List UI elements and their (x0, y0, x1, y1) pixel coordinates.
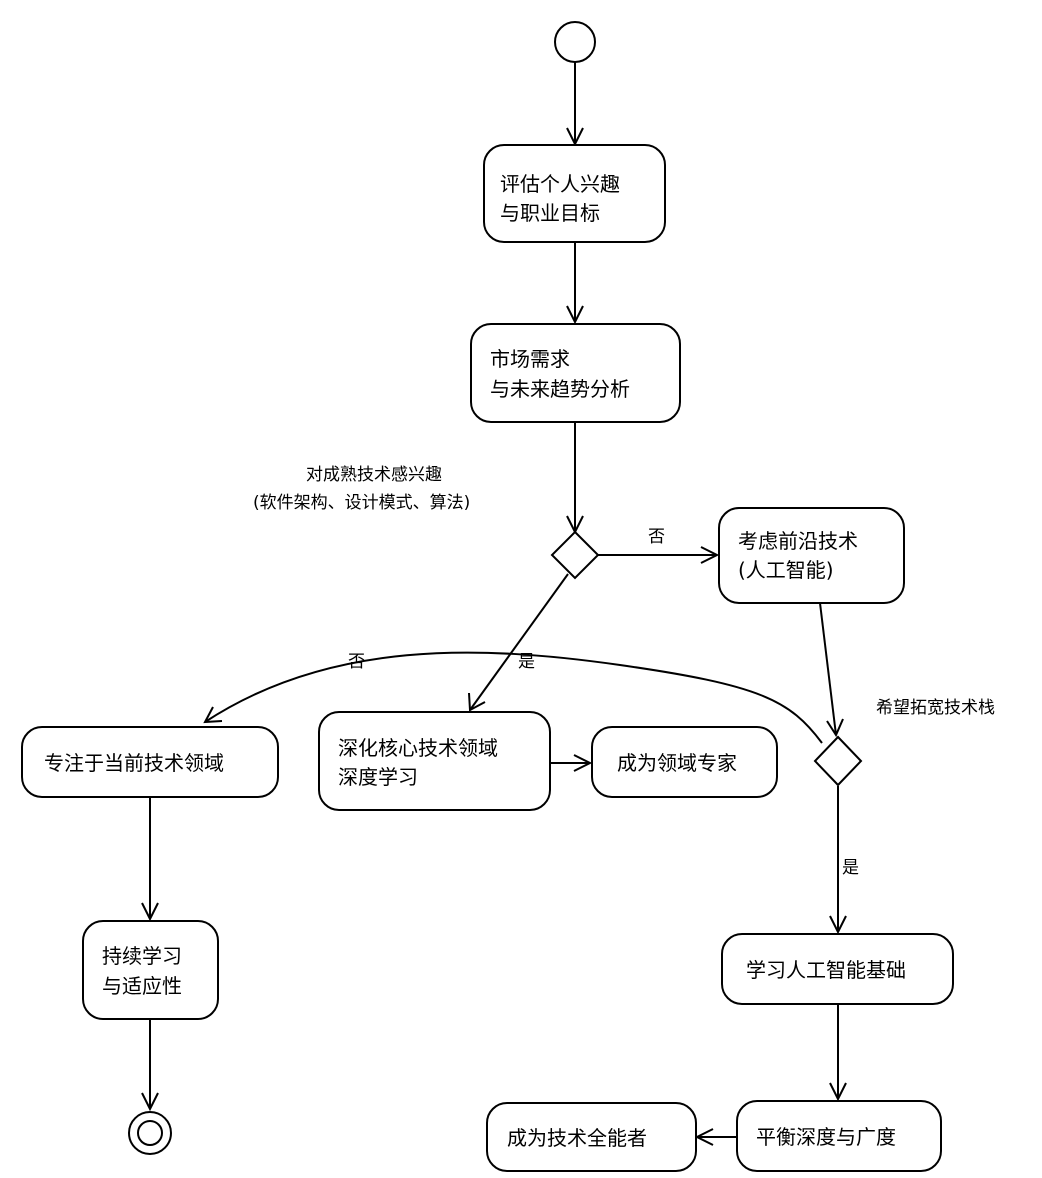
node-consider-frontier: 考虑前沿技术 (人工智能) (718, 507, 905, 604)
arrowhead (829, 915, 847, 935)
decision1-condition-line2: (软件架构、设计模式、算法) (253, 493, 470, 513)
node-deepen-core: 深化核心技术领域 深度学习 (318, 711, 551, 811)
node-learn-ai-basics: 学习人工智能基础 (721, 933, 954, 1005)
node-continuous-line1: 持续学习 (102, 944, 182, 968)
arrowhead (700, 546, 720, 564)
node-all-rounder: 成为技术全能者 (486, 1102, 697, 1172)
node-balance-label: 平衡深度与广度 (756, 1125, 896, 1149)
label-d2-no: 否 (348, 652, 365, 672)
node-focus-label: 专注于当前技术领域 (44, 751, 224, 775)
node-assess: 评估个人兴趣 与职业目标 (483, 144, 666, 243)
arrowhead (141, 902, 159, 922)
arrowhead (468, 692, 486, 712)
edge-frontier-decision2 (819, 602, 837, 736)
edge-decision1-deepen (469, 573, 569, 711)
arrowhead (829, 1082, 847, 1102)
arrowhead (141, 1092, 159, 1112)
node-focus-current: 专注于当前技术领域 (21, 726, 279, 798)
arrowhead (573, 754, 593, 772)
node-market-line2: 与未来趋势分析 (490, 377, 630, 401)
node-continuous-line2: 与适应性 (102, 974, 182, 998)
decision2-condition: 希望拓宽技术栈 (876, 698, 995, 718)
node-expert-label: 成为领域专家 (617, 751, 737, 775)
decision-1 (550, 530, 600, 580)
arrowhead (566, 305, 584, 325)
arrowhead (826, 718, 844, 738)
node-continuous-learning: 持续学习 与适应性 (82, 920, 219, 1020)
node-frontier-line2: (人工智能) (738, 558, 834, 582)
node-assess-line1: 评估个人兴趣 (500, 172, 620, 196)
label-d1-yes: 是 (518, 652, 535, 672)
arrowhead (203, 706, 223, 724)
label-d1-no: 否 (648, 527, 665, 547)
node-deepen-line1: 深化核心技术领域 (338, 736, 498, 760)
node-market-line1: 市场需求 (490, 347, 570, 371)
edges (141, 62, 847, 1146)
node-balance: 平衡深度与广度 (736, 1100, 942, 1172)
label-d2-yes: 是 (842, 858, 859, 878)
decision-2 (813, 735, 863, 787)
end-node (128, 1111, 172, 1155)
node-frontier-line1: 考虑前沿技术 (738, 529, 858, 553)
decision1-condition-line1: 对成熟技术感兴趣 (306, 464, 442, 485)
start-node (554, 21, 596, 63)
node-assess-line2: 与职业目标 (500, 201, 600, 225)
node-learnai-label: 学习人工智能基础 (746, 958, 906, 982)
node-domain-expert: 成为领域专家 (591, 726, 778, 798)
edge-decision2-focus (204, 651, 823, 744)
node-allrounder-label: 成为技术全能者 (507, 1126, 647, 1150)
node-deepen-line2: 深度学习 (338, 765, 418, 789)
node-market: 市场需求 与未来趋势分析 (470, 323, 681, 423)
